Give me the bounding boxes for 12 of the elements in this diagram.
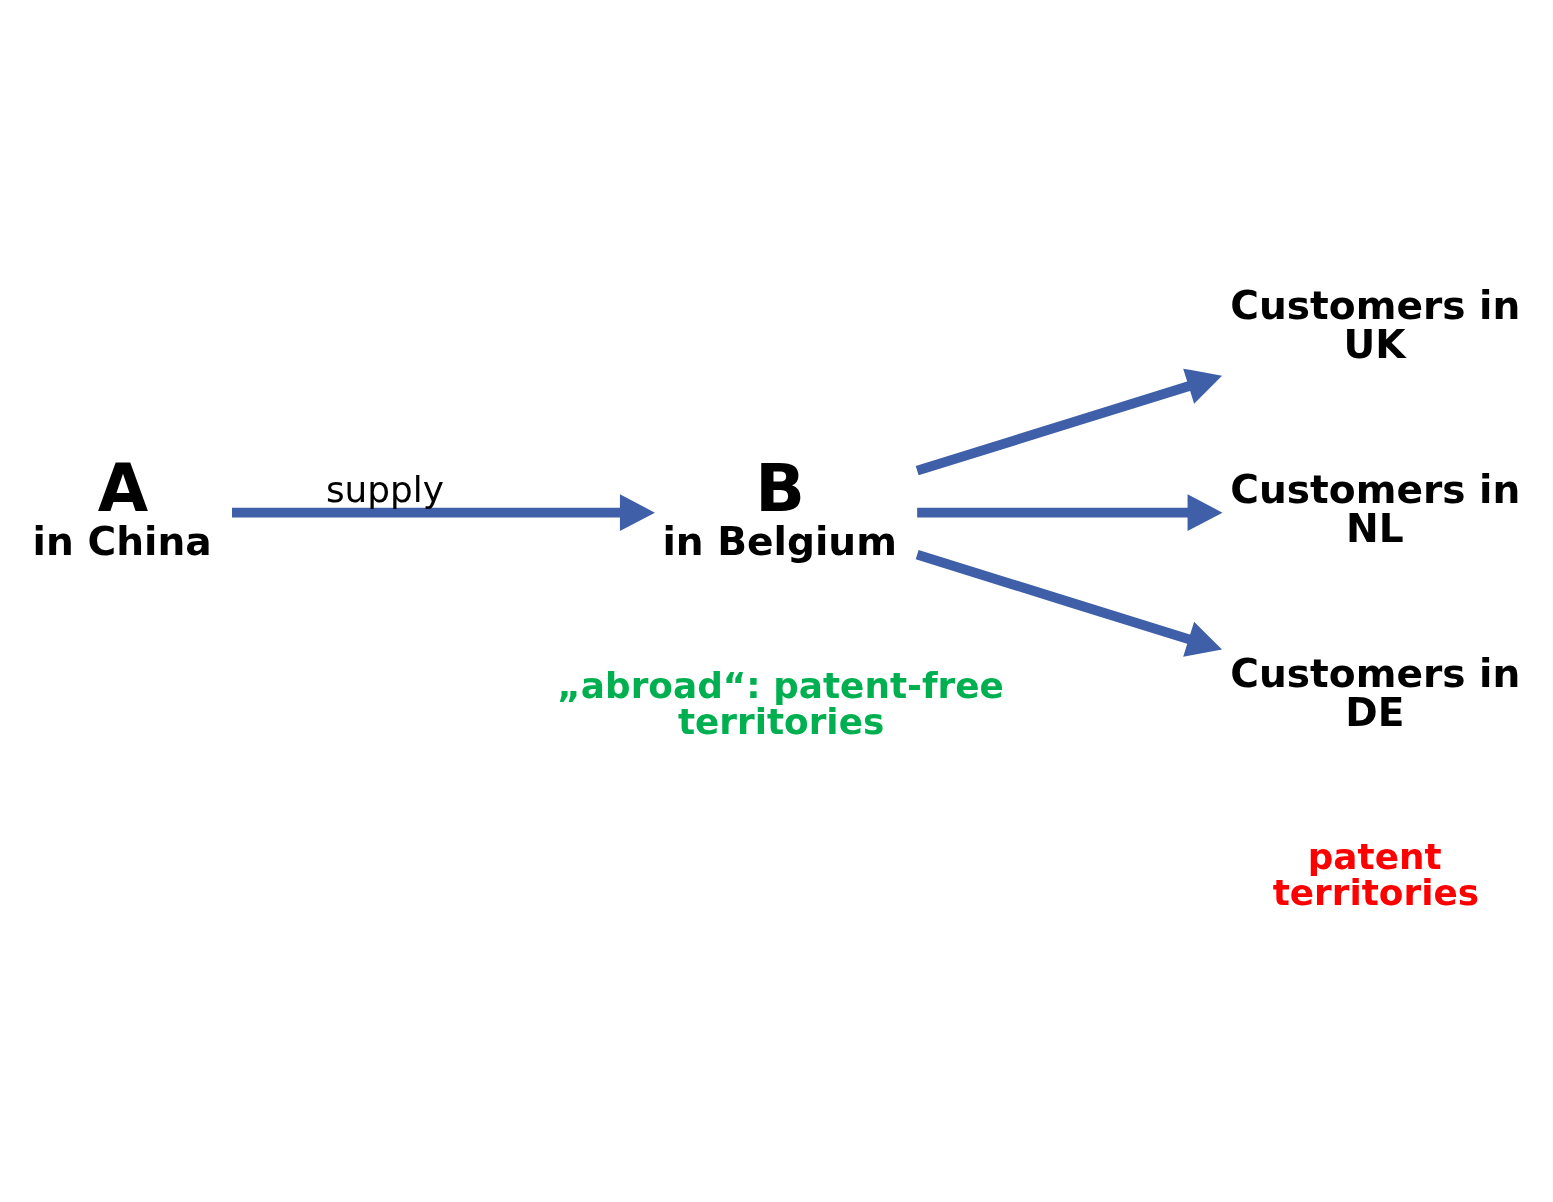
- arrow: [917, 493, 1223, 531]
- arrow: [915, 368, 1223, 475]
- node-text: Customers in NL: [1230, 466, 1521, 551]
- arrow: [232, 493, 655, 531]
- arrow: [915, 549, 1223, 657]
- label: patent territories: [1272, 835, 1480, 913]
- node-text: Customers in UK: [1230, 282, 1521, 367]
- label: „abroad“: patent-free territories: [557, 664, 1004, 742]
- node-text: A in China: [32, 449, 212, 564]
- node-text: Customers in DE: [1230, 650, 1521, 735]
- edge-label: supply: [325, 468, 444, 510]
- node-text: B in Belgium: [662, 449, 897, 564]
